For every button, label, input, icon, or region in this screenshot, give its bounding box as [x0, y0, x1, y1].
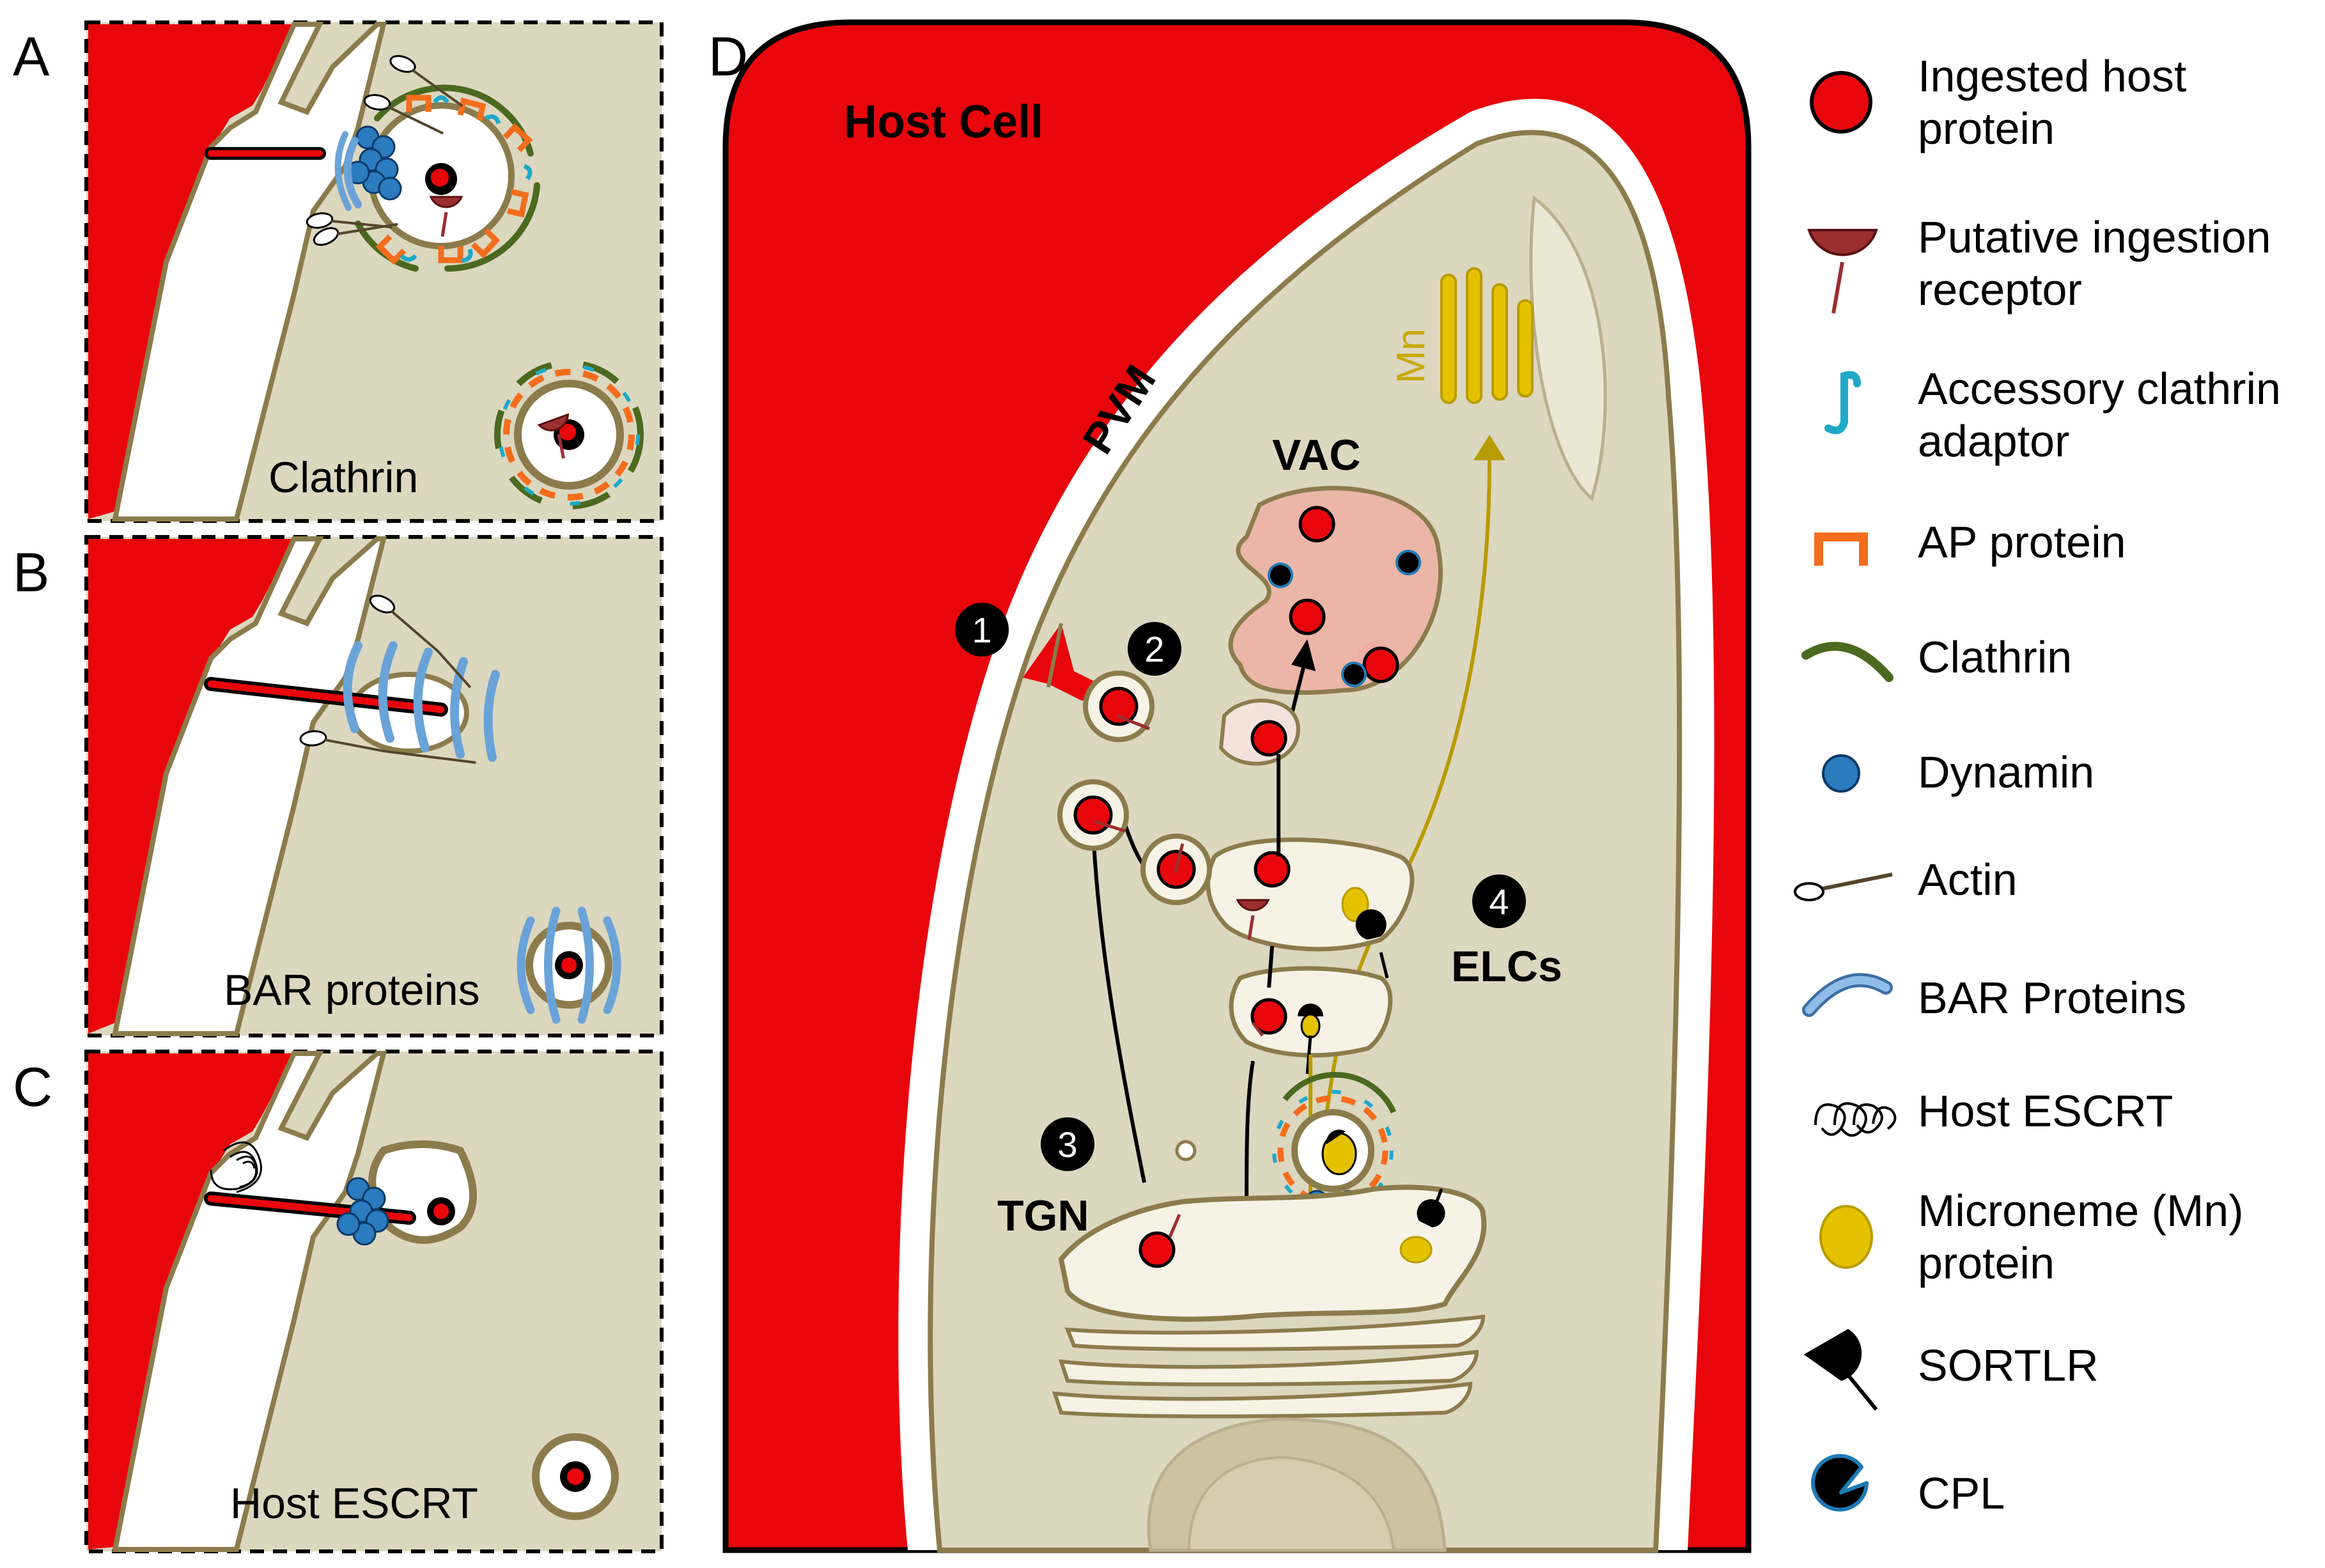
legend-label-accessory-2: adaptor — [1918, 416, 2069, 466]
panel-c-letter: C — [13, 1057, 52, 1118]
step-3: 3 — [1057, 1124, 1077, 1165]
legend-icon-bar — [1802, 973, 1893, 1017]
legend-label-ingested-1: Ingested host — [1918, 51, 2186, 101]
host-cell-label: Host Cell — [844, 97, 1043, 148]
legend-label-dynamin: Dynamin — [1918, 747, 2094, 797]
panel-d-letter: D — [708, 26, 748, 88]
escrt-spiral — [210, 1141, 262, 1193]
legend-label-accessory-1: Accessory clathrin — [1918, 364, 2281, 414]
legend: Ingested host protein Putative ingestion… — [1794, 51, 2281, 1518]
panel-a-coated-vesicle — [494, 360, 644, 509]
micronemes — [1440, 267, 1534, 404]
step-1: 1 — [972, 610, 991, 650]
legend-label-ap: AP protein — [1918, 517, 2126, 567]
elcs-label: ELCs — [1451, 942, 1562, 991]
mn-label: Mn — [1389, 329, 1433, 384]
tgn-label: TGN — [997, 1192, 1089, 1240]
legend-icon-clathrin — [1801, 642, 1893, 682]
legend-icon-micro — [1819, 1205, 1873, 1269]
step-4: 4 — [1489, 881, 1509, 922]
legend-icon-dynamin — [1822, 754, 1860, 793]
legend-label-cpl: CPL — [1918, 1468, 2005, 1518]
legend-label-ingested-2: protein — [1918, 104, 2055, 153]
vac — [1228, 486, 1443, 695]
legend-label-escrt: Host ESCRT — [1918, 1086, 2173, 1136]
panel-b-caption: BAR proteins — [224, 966, 480, 1014]
legend-icon-accessory — [1824, 371, 1861, 435]
panel-a-host — [88, 24, 294, 519]
panel-d: 1 2 3 4 D Host Cell PVM VAC Mn TGN ELCs — [708, 19, 1752, 1553]
legend-icon-escrt — [1814, 1102, 1897, 1137]
step-markers — [955, 603, 1526, 1171]
vac-cpl — [1268, 550, 1421, 688]
legend-label-micro-1: Microneme (Mn) — [1918, 1186, 2244, 1236]
panel-a-letter: A — [13, 26, 50, 88]
legend-icon-sortlr — [1803, 1329, 1878, 1411]
legend-label-sortlr: SORTLR — [1918, 1340, 2099, 1390]
legend-icon-ingested — [1810, 71, 1872, 134]
panel-b: B BAR proteins — [13, 535, 664, 1037]
tgn-coated-vesicle — [1272, 1071, 1397, 1217]
legend-label-clathrin: Clathrin — [1918, 632, 2072, 682]
panel-b-letter: B — [13, 542, 49, 603]
legend-label-micro-2: protein — [1918, 1238, 2055, 1288]
legend-icon-ap — [1814, 532, 1868, 566]
step-2: 2 — [1144, 629, 1164, 669]
vac-label: VAC — [1272, 431, 1361, 479]
legend-icon-receptor — [1807, 229, 1878, 314]
vac-cargo — [1291, 508, 1397, 681]
legend-icon-actin — [1794, 873, 1893, 901]
legend-label-receptor-1: Putative ingestion — [1918, 212, 2271, 262]
legend-label-bar: BAR Proteins — [1918, 973, 2186, 1023]
panel-a-caption: Clathrin — [268, 453, 418, 502]
panel-c: C Host ESCRT — [13, 1050, 664, 1553]
endocytosed-vesicles — [1060, 673, 1209, 903]
legend-label-receptor-2: receptor — [1918, 265, 2082, 314]
tgn — [1058, 1184, 1487, 1322]
legend-label-actin: Actin — [1918, 855, 2018, 904]
legend-icon-cpl — [1811, 1454, 1869, 1512]
panel-a: A Clathrin — [13, 20, 664, 523]
panel-c-caption: Host ESCRT — [230, 1479, 478, 1528]
